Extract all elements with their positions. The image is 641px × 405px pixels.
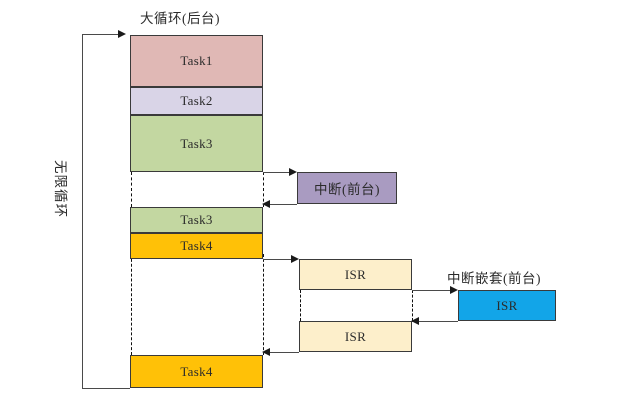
isr-left-guide	[299, 290, 301, 321]
block-task1-label: Task1	[180, 53, 213, 68]
block-task3-resume-label: Task3	[180, 212, 213, 227]
arrow-enter-nested-icon	[450, 285, 458, 294]
infinite-loop-arrow-icon	[118, 29, 126, 38]
infinite-loop-bracket-vertical	[82, 34, 83, 389]
infinite-loop-bracket-bottom	[82, 388, 130, 389]
arrow-enter-interrupt-icon	[289, 167, 297, 176]
isr-right-guide	[411, 290, 413, 321]
block-isr-resume[interactable]: ISR	[299, 321, 412, 352]
block-task4-first-label: Task4	[180, 238, 213, 253]
infinite-loop-bracket-top	[82, 34, 124, 35]
block-isr-resume-label: ISR	[344, 328, 367, 344]
arrow-enter-interrupt-line	[263, 172, 293, 173]
block-interrupt[interactable]: 中断(前台)	[297, 172, 397, 204]
arrow-enter-isr-line	[263, 259, 295, 260]
background-right-guide-lower	[262, 254, 264, 355]
block-task1[interactable]: Task1	[130, 35, 263, 87]
arrow-return-nested-icon	[411, 316, 419, 325]
background-left-guide-upper	[130, 172, 132, 207]
arrow-enter-isr-icon	[291, 254, 299, 263]
arrow-return-interrupt-line	[263, 204, 297, 205]
block-task4-first[interactable]: Task4	[130, 233, 263, 259]
block-task4-resume[interactable]: Task4	[130, 355, 263, 388]
arrow-enter-nested-line	[412, 290, 452, 291]
block-task3-first-label: Task3	[180, 135, 213, 151]
background-loop-title: 大循环(后台)	[140, 11, 220, 26]
block-interrupt-label: 中断(前台)	[314, 182, 380, 197]
block-isr-nested-label: ISR	[496, 297, 518, 313]
block-isr-first[interactable]: ISR	[299, 259, 412, 290]
block-task2[interactable]: Task2	[130, 87, 263, 115]
arrow-return-nested-line	[412, 321, 458, 322]
arrow-return-isr-line	[263, 352, 299, 353]
block-isr-nested[interactable]: ISR	[458, 290, 556, 321]
arrow-return-interrupt-icon	[262, 199, 270, 208]
arrow-return-isr-icon	[262, 347, 270, 356]
block-isr-first-label: ISR	[344, 266, 367, 282]
block-task4-resume-label: Task4	[180, 363, 213, 379]
background-right-guide-upper	[262, 172, 264, 207]
block-task2-label: Task2	[180, 93, 213, 108]
figure-caption	[235, 399, 495, 405]
block-task3-first[interactable]: Task3	[130, 115, 263, 172]
infinite-loop-label: 无限循环	[53, 160, 68, 218]
nested-interrupt-title: 中断嵌套(前台)	[447, 271, 541, 286]
block-task3-resume[interactable]: Task3	[130, 207, 263, 233]
background-left-guide-lower	[130, 254, 132, 355]
